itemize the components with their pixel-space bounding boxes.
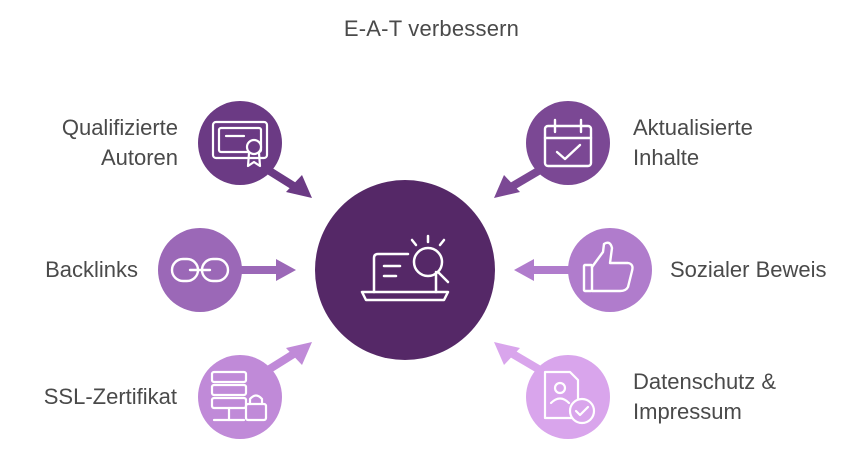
label-updated-line2: Inhalte bbox=[633, 145, 700, 170]
label-privacy: Datenschutz & Impressum bbox=[633, 367, 776, 427]
certificate-icon bbox=[211, 120, 269, 168]
label-social: Sozialer Beweis bbox=[670, 255, 827, 285]
diagram-title: E-A-T verbessern bbox=[343, 16, 520, 41]
arrow-privacy bbox=[494, 342, 543, 374]
calendar-check-icon bbox=[543, 118, 593, 168]
arrow-updated bbox=[494, 166, 543, 198]
label-authors-line2: Autoren bbox=[100, 145, 178, 170]
server-lock-icon bbox=[210, 370, 268, 422]
arrow-backlinks bbox=[240, 259, 296, 281]
node-authors bbox=[198, 101, 282, 185]
document-check-icon bbox=[543, 370, 596, 425]
thumbs-up-icon bbox=[582, 241, 634, 293]
arrow-ssl bbox=[265, 342, 312, 374]
label-authors: Qualifizierte Autoren bbox=[62, 113, 178, 173]
label-updated-line1: Aktualisierte bbox=[633, 115, 753, 140]
node-privacy bbox=[526, 355, 610, 439]
node-social bbox=[568, 228, 652, 312]
laptop-search-icon bbox=[360, 234, 450, 302]
label-backlinks-line1: Backlinks bbox=[45, 257, 138, 282]
label-updated: Aktualisierte Inhalte bbox=[633, 113, 753, 173]
arrow-authors bbox=[265, 166, 312, 198]
node-ssl bbox=[198, 355, 282, 439]
label-privacy-line1: Datenschutz & bbox=[633, 369, 777, 394]
node-backlinks bbox=[158, 228, 242, 312]
label-ssl-line1: SSL-Zertifikat bbox=[43, 384, 177, 409]
label-ssl: SSL-Zertifikat bbox=[44, 382, 177, 412]
arrow-social bbox=[514, 259, 570, 281]
node-updated bbox=[526, 101, 610, 185]
center-node bbox=[315, 180, 495, 360]
label-social-line1: Sozialer Beweis bbox=[670, 257, 827, 282]
label-authors-line1: Qualifizierte bbox=[61, 115, 178, 140]
label-privacy-line2: Impressum bbox=[633, 399, 742, 424]
link-icon bbox=[170, 257, 230, 283]
label-backlinks: Backlinks bbox=[45, 255, 138, 285]
